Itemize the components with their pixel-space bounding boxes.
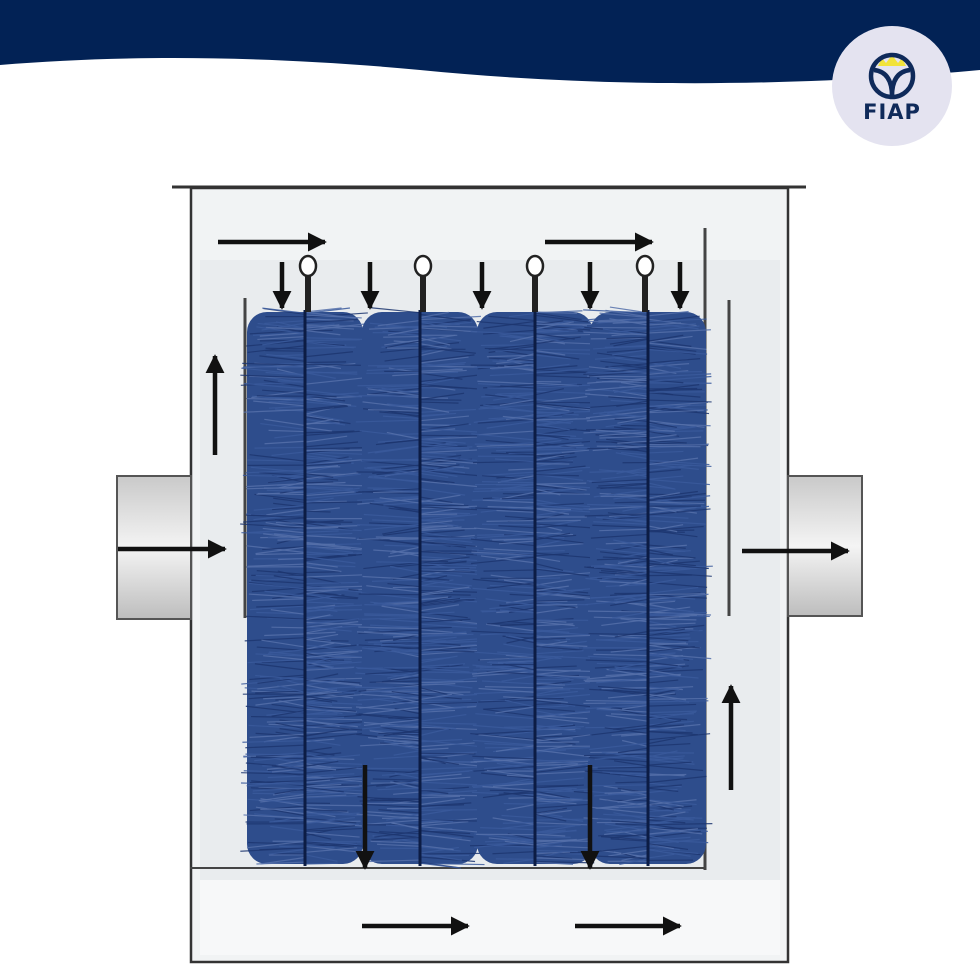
logo-text: FIAP [863,100,921,124]
brush-4 [583,306,713,866]
crown-icon [878,55,906,66]
hanger-hook-icon [298,254,318,312]
brush-2 [355,307,485,869]
outlet-pipe [787,475,863,617]
hanger-hook-icon [635,254,655,312]
filter-brushes [240,306,713,869]
brush-3 [470,310,600,866]
brush-1 [240,307,370,866]
header-band [0,0,980,84]
fiap-logo: FIAP [832,26,952,146]
flow-arrows [118,232,850,936]
hanger-hook-icon [525,254,545,312]
hanger-hook-icon [413,254,433,312]
emblem-icon [868,52,916,100]
brush-hangers [298,254,655,312]
